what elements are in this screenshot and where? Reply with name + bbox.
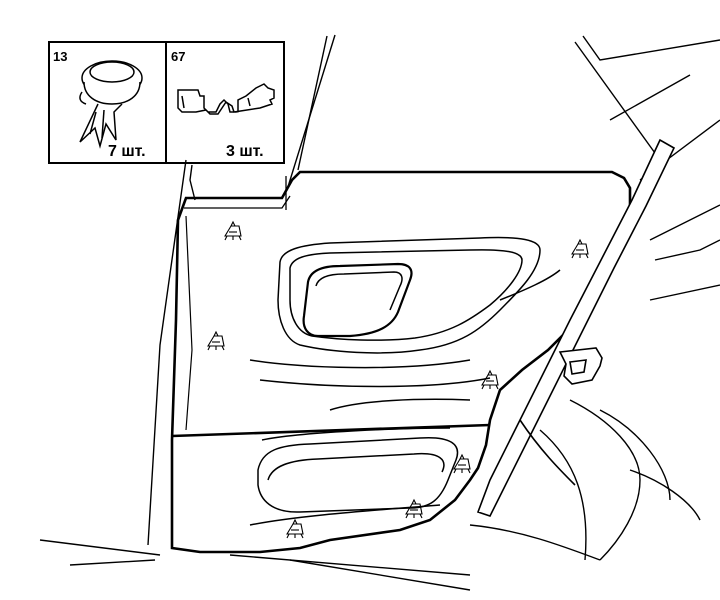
clip-marker-icon <box>286 518 304 539</box>
clip-marker-icon <box>453 453 471 474</box>
part-67-quantity: 3 шт. <box>226 143 264 160</box>
seat-belt <box>476 138 676 517</box>
part-13-quantity: 7 шт. <box>108 143 146 160</box>
clip-marker-icon <box>405 498 423 519</box>
push-clip-icon <box>79 60 143 149</box>
parts-legend: 13 7 шт. 67 3 шт. <box>48 41 285 164</box>
clip-markers <box>207 220 589 539</box>
door-trim-panel <box>170 170 632 554</box>
part-67-number: 67 <box>171 49 185 64</box>
armrest-recess <box>249 236 561 388</box>
retainer-clip-icon <box>177 83 275 115</box>
part-13-number: 13 <box>53 49 67 64</box>
clip-marker-icon <box>481 369 499 390</box>
lower-storage-pocket <box>249 398 471 526</box>
clip-marker-icon <box>571 238 589 259</box>
clip-marker-icon <box>224 220 242 241</box>
clip-marker-icon <box>207 330 225 351</box>
